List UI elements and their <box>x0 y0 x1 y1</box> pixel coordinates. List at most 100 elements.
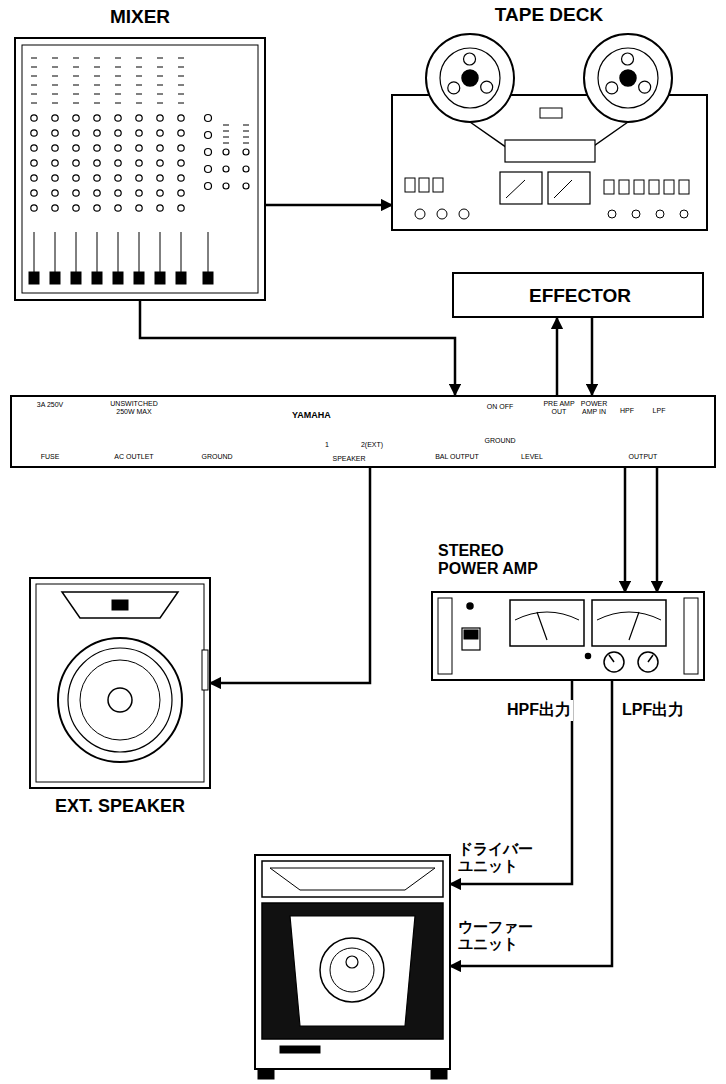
mixer-knob <box>52 130 58 136</box>
meter-tick <box>94 58 100 59</box>
reel-hole <box>606 82 618 94</box>
mixer-knob <box>94 190 100 196</box>
panel-label: GROUND <box>201 453 232 461</box>
panel-label: FUSE <box>41 453 60 461</box>
woofer-cone <box>68 648 172 752</box>
master-knob <box>243 149 249 155</box>
mixer-knob <box>157 160 163 166</box>
mixer-knob <box>94 115 100 121</box>
mixer-knob <box>73 130 79 136</box>
mixer-knob <box>115 115 121 121</box>
mixer-knob <box>52 160 58 166</box>
meter-tick <box>94 85 100 86</box>
stereo-power-amp: STEREO POWER AMP <box>432 592 704 680</box>
mixer-knob <box>94 145 100 151</box>
mixer-knob <box>136 130 142 136</box>
transport-key <box>679 180 689 194</box>
master-knob <box>205 149 212 156</box>
signal-cable <box>624 468 627 592</box>
panel-label: POWER AMP IN <box>578 400 610 416</box>
horn-throat <box>112 600 128 610</box>
mixer-knob <box>73 145 79 151</box>
meter-tick <box>223 125 249 126</box>
mixer-knob <box>178 190 184 196</box>
meter-tick <box>94 67 100 68</box>
meter-tick <box>115 76 121 77</box>
master-knob <box>205 183 212 190</box>
mixer-knob <box>94 160 100 166</box>
meter-tick <box>223 143 249 144</box>
cable-label: LPF出力 <box>620 700 686 721</box>
dust-cap <box>108 688 132 712</box>
counter <box>540 108 562 118</box>
reel-hole <box>464 53 476 65</box>
unit-label: EFFECTOR <box>529 285 631 307</box>
cabinet-handle <box>202 650 208 690</box>
meter-tick <box>178 76 184 77</box>
panel-label: UNSWITCHED 250W MAX <box>105 400 163 416</box>
mixer-knob <box>178 145 184 151</box>
mixer-knob <box>31 175 37 181</box>
tape-reel-hub <box>598 48 658 108</box>
meter-tick <box>157 58 163 59</box>
signal-cable <box>140 300 455 395</box>
led <box>467 603 473 609</box>
signal-cable <box>450 680 612 966</box>
mixer-knob <box>31 115 37 121</box>
meter-tick <box>52 67 58 68</box>
cabinet-foot <box>258 1069 274 1079</box>
mixer-knob <box>157 130 163 136</box>
mixer-body <box>15 38 265 300</box>
master-knob <box>205 166 212 173</box>
mixer-knob <box>94 175 100 181</box>
mixer-knob <box>31 190 37 196</box>
unit-label: ドライバー ユニット <box>458 840 542 875</box>
fader-cap <box>203 272 213 284</box>
meter-needle <box>537 612 639 640</box>
fader-cap <box>155 272 165 284</box>
meter-tick <box>136 85 142 86</box>
fader-cap <box>134 272 144 284</box>
meter-tick <box>73 76 79 77</box>
meter-tick <box>115 85 121 86</box>
rack-ear <box>438 598 452 674</box>
tape-deck-body <box>392 95 707 230</box>
meter-tick <box>178 94 184 95</box>
signal-cable <box>210 468 370 683</box>
meter-tick <box>115 67 121 68</box>
meter-tick <box>157 76 163 77</box>
mixer-knob <box>178 115 184 121</box>
mixer-knob <box>136 190 142 196</box>
reel-hole <box>639 81 651 93</box>
mixer-knob <box>136 175 142 181</box>
panel-label: SPEAKER <box>332 455 365 463</box>
deck-knob <box>680 210 688 218</box>
fader-cap <box>92 272 102 284</box>
mixer-knob <box>94 205 100 211</box>
tape-reel <box>426 34 514 122</box>
meter-tick <box>52 103 58 104</box>
meter-tick <box>136 94 142 95</box>
mixer-knob <box>31 205 37 211</box>
master-knob <box>205 115 212 122</box>
mixer-knob <box>136 205 142 211</box>
panel-label: AC OUTLET <box>114 453 153 461</box>
unit-label: STEREO POWER AMP <box>438 542 550 579</box>
deck-knob <box>656 210 664 218</box>
panel-label: LEVEL <box>521 453 543 461</box>
woofer-horn-frame <box>262 903 443 1039</box>
deck-button <box>433 178 443 192</box>
tape-deck-unit: TAPE DECK <box>392 34 707 230</box>
meter-tick <box>94 76 100 77</box>
meter-tick <box>136 58 142 59</box>
panel-label: OUTPUT <box>629 453 658 461</box>
speaker-cabinet <box>30 578 210 788</box>
meter-tick <box>52 94 58 95</box>
mixer-knob <box>31 145 37 151</box>
mixer-knob <box>178 130 184 136</box>
unit-label: ウーファー ユニット <box>458 918 542 953</box>
port-slot <box>280 1046 320 1053</box>
unit-label: EXT. SPEAKER <box>55 796 185 817</box>
